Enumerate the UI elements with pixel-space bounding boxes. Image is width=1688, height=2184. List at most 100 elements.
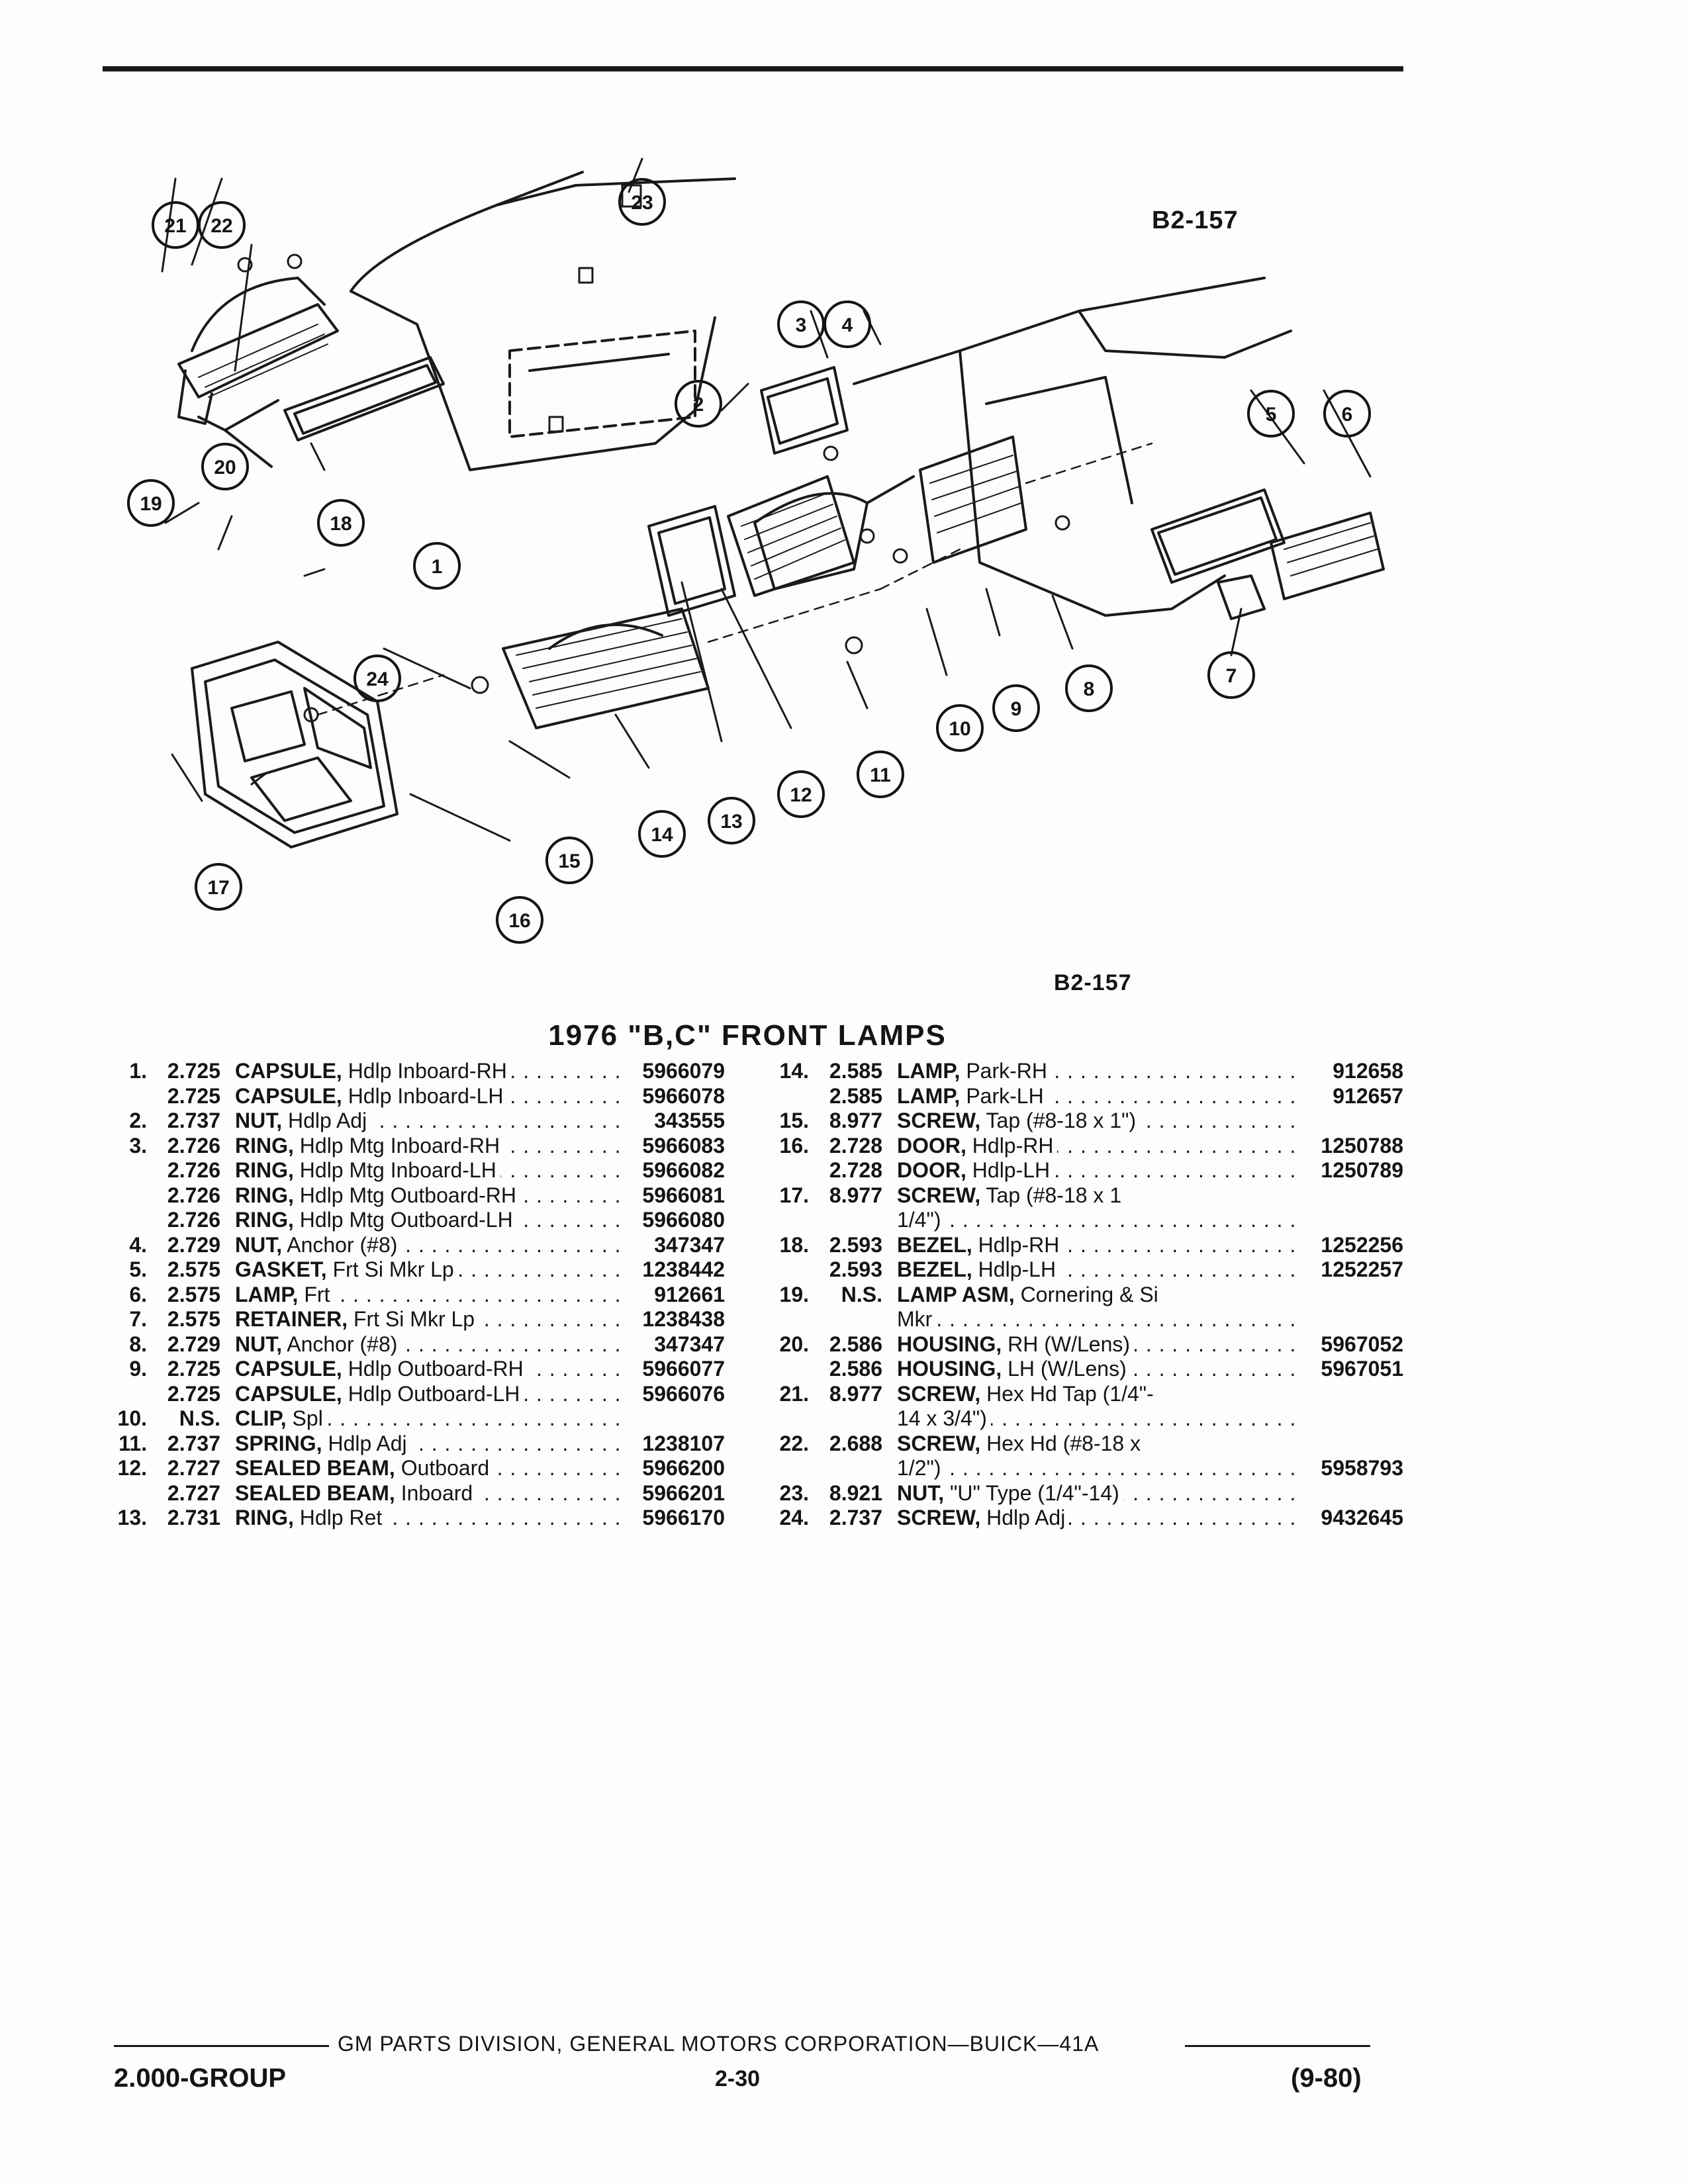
part-name: SCREW,: [897, 1431, 981, 1455]
part-number: 5966170: [642, 1506, 725, 1529]
part-description: LAMP, Frt: [235, 1282, 620, 1308]
item-number: 6.: [129, 1282, 147, 1306]
part-detail: Tap (#8-18 x 1: [980, 1183, 1122, 1207]
part-detail: Hdlp Adj: [980, 1506, 1066, 1529]
part-detail: Mkr: [897, 1307, 933, 1331]
item-number: 3.: [129, 1133, 147, 1158]
part-description: 1/4"): [897, 1208, 1299, 1233]
part-number: 5967051: [1321, 1357, 1403, 1381]
part-number: 5966081: [642, 1183, 725, 1207]
callout-11: 11: [870, 764, 891, 786]
callout-18: 18: [330, 513, 352, 535]
part-description: CAPSULE, Hdlp Outboard-LH: [235, 1381, 620, 1407]
item-number: 10.: [117, 1406, 147, 1430]
callout-22: 22: [211, 215, 232, 237]
part-detail: Hdlp Mtg Inboard-RH: [293, 1133, 500, 1158]
part-detail: Frt Si Mkr Lp: [348, 1307, 475, 1331]
group-number: N.S.: [179, 1406, 220, 1430]
part-detail: Anchor (#8): [282, 1332, 398, 1356]
group-number: 2.725: [167, 1357, 220, 1381]
parts-row: 14 x 3/4"): [761, 1406, 1403, 1432]
group-number: 2.725: [167, 1381, 220, 1406]
part-number: 5966083: [642, 1133, 725, 1158]
item-number: 1.: [129, 1059, 147, 1083]
group-number: 2.728: [829, 1133, 882, 1158]
part-description: SEALED BEAM, Outboard: [235, 1456, 620, 1481]
group-number: 2.731: [167, 1506, 220, 1529]
part-detail: Frt Si Mkr Lp: [326, 1257, 454, 1281]
part-number: 343555: [654, 1109, 725, 1132]
parts-row: Mkr: [761, 1307, 1403, 1332]
part-description: RING, Hdlp Mtg Outboard-LH: [235, 1208, 620, 1233]
group-number: 2.729: [167, 1232, 220, 1257]
part-name: LAMP ASM,: [897, 1282, 1015, 1306]
part-description: 1/2"): [897, 1456, 1299, 1481]
group-number: 2.586: [829, 1357, 882, 1381]
group-number: 2.575: [167, 1307, 220, 1331]
part-number: 1238438: [642, 1307, 725, 1331]
part-name: CAPSULE,: [235, 1381, 342, 1406]
group-number: 2.726: [167, 1133, 220, 1158]
part-detail: LH (W/Lens): [1002, 1357, 1127, 1381]
part-detail: "U" Type (1/4"-14): [944, 1480, 1119, 1505]
part-name: DOOR,: [897, 1158, 966, 1182]
part-name: NUT,: [235, 1109, 283, 1132]
item-number: 21.: [779, 1381, 809, 1406]
item-number: 2.: [129, 1109, 147, 1132]
item-number: 11.: [118, 1431, 147, 1455]
item-number: 8.: [129, 1332, 147, 1356]
callout-16: 16: [508, 910, 530, 932]
part-description: LAMP ASM, Cornering & Si: [897, 1282, 1299, 1308]
callout-17: 17: [207, 877, 229, 899]
part-name: RETAINER,: [235, 1307, 348, 1331]
group-number: 2.575: [167, 1257, 220, 1281]
part-name: RING,: [235, 1208, 294, 1232]
callout-19: 19: [140, 493, 162, 515]
part-detail: Outboard: [395, 1456, 490, 1480]
part-description: BEZEL, Hdlp-LH: [897, 1257, 1299, 1283]
group-number: 2.726: [167, 1208, 220, 1232]
part-detail: Hdlp-LH: [972, 1257, 1056, 1281]
part-description: NUT, Hdlp Adj: [235, 1109, 620, 1134]
group-number: 2.688: [829, 1431, 882, 1455]
group-number: 2.585: [829, 1083, 882, 1108]
group-number: 2.593: [829, 1257, 882, 1281]
part-name: GASKET,: [235, 1257, 327, 1281]
footer-date: (9-80): [1291, 2064, 1362, 2093]
part-description: CAPSULE, Hdlp Inboard-RH: [235, 1059, 620, 1084]
part-name: RING,: [235, 1133, 294, 1158]
group-number: 8.977: [829, 1109, 882, 1132]
part-number: 5966082: [642, 1158, 725, 1182]
part-number: 5966076: [642, 1381, 725, 1406]
part-description: BEZEL, Hdlp-RH: [897, 1232, 1299, 1258]
callout-24: 24: [366, 668, 389, 690]
parts-row: 2.725 CAPSULE, Hdlp Outboard-LH 5966076: [99, 1381, 725, 1407]
part-detail: RH (W/Lens): [1002, 1332, 1131, 1356]
callout-13: 13: [720, 811, 742, 833]
part-name: CLIP,: [235, 1406, 287, 1430]
group-number: 2.728: [829, 1158, 882, 1182]
parts-row: 1/4"): [761, 1208, 1403, 1233]
part-number: 347347: [654, 1332, 725, 1356]
group-number: 2.727: [167, 1480, 220, 1505]
callout-15: 15: [558, 850, 580, 872]
callout-2: 2: [693, 394, 704, 416]
part-name: SPRING,: [235, 1431, 322, 1455]
footer-rule-right: [1185, 2045, 1370, 2047]
part-description: SCREW, Tap (#8-18 x 1"): [897, 1109, 1299, 1134]
group-number: 8.921: [829, 1480, 882, 1505]
part-detail: Hex Hd (#8-18 x: [980, 1431, 1141, 1455]
part-number: 5966078: [642, 1083, 725, 1108]
